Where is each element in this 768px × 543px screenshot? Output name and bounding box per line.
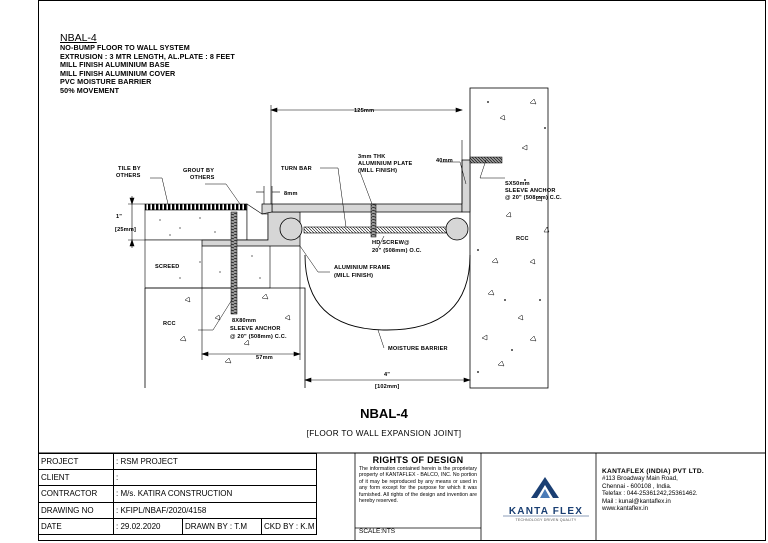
- label-rcc-right: RCC: [516, 236, 529, 242]
- turn-bar: [303, 226, 455, 234]
- label-frame-1: ALUMINIUM FRAME: [334, 265, 391, 271]
- label-hd-2: 20" (508mm) O.C.: [372, 248, 422, 254]
- rcc-wall: [469, 87, 550, 389]
- tb-value: :: [113, 469, 317, 487]
- table-row: PROJECT : RSM PROJECT: [38, 452, 317, 471]
- drawing-title: NBAL-4: [360, 406, 408, 421]
- label-rcc-left: RCC: [163, 321, 176, 327]
- dim-25mm: [25mm]: [115, 227, 136, 233]
- dim-1in: 1": [116, 214, 122, 220]
- title-block-lines: [354, 453, 597, 540]
- label-anchor-r1: SX50mm: [505, 181, 530, 187]
- tb-date: : 29.02.2020: [113, 517, 183, 535]
- tb-key: DRAWING NO: [38, 501, 114, 519]
- dim-4in: 4": [384, 372, 390, 378]
- drawing-subtitle: [FLOOR TO WALL EXPANSION JOINT]: [306, 429, 462, 438]
- floor-section: [144, 203, 306, 388]
- sheet-border: [38, 0, 766, 541]
- label-anchor-l1: 8X80mm: [232, 318, 256, 324]
- table-row: DRAWING NO : KFIPL/NBAF/2020/4158: [38, 501, 317, 519]
- spec-line: NO-BUMP FLOOR TO WALL SYSTEM: [60, 43, 190, 52]
- scale-label: SCALE:NTS: [359, 528, 396, 535]
- company-name: KANTAFLEX (INDIA) PVT LTD.: [602, 468, 705, 475]
- title-block-table: PROJECT : RSM PROJECT CLIENT : CONTRACTO…: [38, 452, 317, 535]
- hinge-left: [279, 217, 303, 241]
- label-plate-3: (MILL FINISH): [358, 168, 397, 174]
- logo-wordmark: KANTA FLEX: [508, 506, 584, 517]
- dim-40mm: 40mm: [436, 158, 453, 164]
- label-hd-1: HD SCREW@: [372, 240, 410, 246]
- company-address-1: #113 Broadway Main Road,: [602, 475, 678, 483]
- aluminium-plate: [271, 203, 463, 213]
- company-info: KANTAFLEX (INDIA) PVT LTD. #113 Broadway…: [602, 468, 704, 512]
- label-anchor-l3: @ 20" (508mm) C.C.: [230, 334, 287, 340]
- dim-102mm: [102mm]: [375, 384, 399, 390]
- label-tile-2: OTHERS: [116, 173, 141, 179]
- label-grout-1: GROUT BY: [183, 168, 214, 174]
- label-moisture: MOISTURE BARRIER: [388, 346, 448, 352]
- label-grout-2: OTHERS: [190, 175, 215, 181]
- company-address-2: Chennai - 600108 , India.: [602, 482, 672, 490]
- tb-value: : KFIPL/NBAF/2020/4158: [113, 501, 317, 519]
- rights-of-design: RIGHTS OF DESIGN The information contain…: [356, 453, 480, 537]
- company-mail: Mail : kunal@kantaflex.in: [602, 497, 671, 505]
- company-web: www.kantaflex.in: [602, 505, 649, 513]
- sleeve-anchor-left: [230, 211, 238, 315]
- tb-drawn-by: DRAWN BY : T.M: [182, 517, 262, 535]
- table-row: CONTRACTOR : M/s. KATIRA CONSTRUCTION: [38, 485, 317, 503]
- table-row: DATE : 29.02.2020 DRAWN BY : T.M CKD BY …: [38, 517, 317, 535]
- spec-line: 50% MOVEMENT: [60, 85, 120, 95]
- dim-57mm: 57mm: [256, 355, 273, 361]
- dimension-lines: [128, 105, 471, 383]
- spec-line: PVC MOISTURE BARRIER: [60, 77, 152, 87]
- label-anchor-l2: SLEEVE ANCHOR: [230, 326, 281, 332]
- leader-lines: [150, 159, 505, 349]
- label-screed: SCREED: [155, 264, 180, 270]
- kantaflex-logo-icon: [503, 477, 589, 517]
- tb-key: DATE: [38, 517, 114, 535]
- label-anchor-r2: SLEEVE ANCHOR: [505, 188, 556, 194]
- hinge-right: [445, 217, 469, 241]
- tb-value: : RSM PROJECT: [113, 452, 317, 471]
- label-tile-1: TILE BY: [118, 166, 141, 172]
- tile-layer: [144, 203, 248, 211]
- label-plate-1: 3mm THK: [358, 154, 386, 160]
- spec-code: NBAL-4: [60, 32, 97, 44]
- label-plate-2: ALUMINIUM PLATE: [358, 161, 413, 167]
- label-turn-bar: TURN BAR: [281, 166, 312, 172]
- table-row: CLIENT :: [38, 469, 317, 487]
- tb-value: : M/s. KATIRA CONSTRUCTION: [113, 485, 317, 503]
- spec-block: NBAL-4 NO-BUMP FLOOR TO WALL SYSTEM EXTR…: [60, 32, 235, 96]
- label-frame-2: (MILL FINISH): [334, 273, 373, 279]
- moisture-barrier-curve: [304, 254, 471, 331]
- company-telefax: Telefax : 044-25361242,25361462.: [602, 490, 698, 498]
- tb-key: CONTRACTOR: [38, 485, 114, 503]
- label-anchor-r3: @ 20" (508mm) C.C.: [505, 195, 562, 201]
- dim-125mm: 125mm: [354, 108, 374, 114]
- logo-tagline: TECHNOLOGY DRIVEN QUALITY: [515, 518, 577, 522]
- dim-8mm: 8mm: [284, 191, 298, 197]
- screed: [144, 239, 271, 289]
- tb-key: CLIENT: [38, 469, 114, 487]
- rights-text: The information contained herein is the …: [359, 466, 477, 505]
- spec-line: MILL FINISH ALUMINIUM COVER: [60, 68, 176, 78]
- rights-heading: RIGHTS OF DESIGN: [372, 455, 464, 465]
- spec-line: MILL FINISH ALUMINIUM BASE: [60, 60, 170, 70]
- tb-checked-by: CKD BY : K.M: [261, 517, 317, 535]
- tb-key: PROJECT: [38, 452, 114, 471]
- spec-line: EXTRUSION : 3 MTR LENGTH, AL.PLATE : 8 F…: [60, 51, 235, 61]
